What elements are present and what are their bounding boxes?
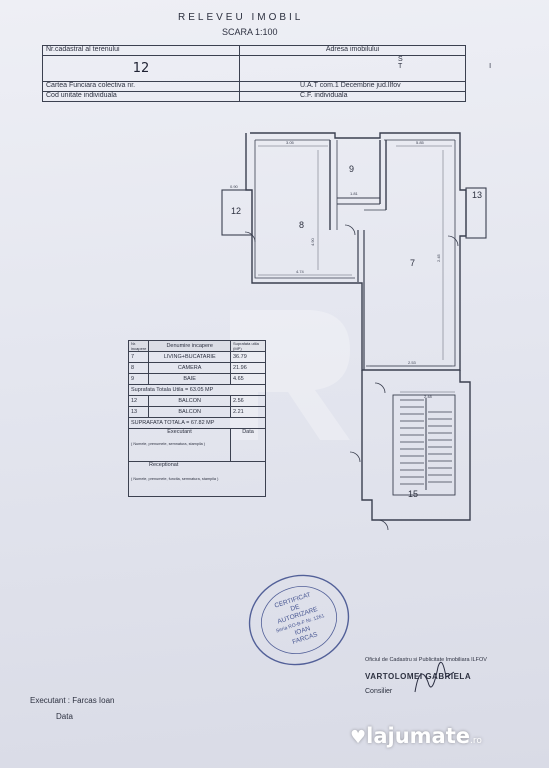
- cf-label: C.F. individuala: [239, 91, 466, 102]
- room-label-12: 12: [231, 206, 241, 216]
- balcony-13-outline: [465, 187, 487, 239]
- total-useful-area: Suprafata Totala Utila = 63.05 MP: [128, 384, 266, 396]
- table-row: 9 BAIE 4.65: [127, 373, 266, 385]
- room-area: 21.96: [230, 362, 266, 374]
- room-nr: 7: [127, 351, 150, 363]
- executant-note: ( Numele, prenumele, semnatura, stampila…: [131, 442, 206, 446]
- stair-treads: [400, 398, 452, 490]
- address-cell: S T I: [239, 55, 491, 82]
- room-nr: 9: [127, 373, 150, 385]
- authorization-stamp: CERTIFICAT DE AUTORIZARE Seria RO-B-F Nr…: [248, 574, 350, 666]
- document-title: RELEVEU IMOBIL: [178, 12, 304, 23]
- stair-block: [392, 394, 456, 496]
- executant-label: Executant: [167, 429, 192, 435]
- room-label-9: 9: [349, 164, 354, 174]
- table-row: 8 CAMERA 21.96: [127, 362, 266, 374]
- dim-label: 5.85: [416, 140, 425, 145]
- col-header-nr: Nr. incapere: [127, 340, 150, 352]
- room-nr: 8: [127, 362, 150, 374]
- address-value-i: I: [489, 63, 492, 70]
- signature: [414, 661, 455, 693]
- rooms-table: Nr. incapere Denumire incapere Suprafata…: [127, 340, 266, 497]
- room-nr: 12: [127, 395, 150, 407]
- dim-label: 0.90: [230, 184, 239, 189]
- footer-executant: Executant : Farcas Ioan: [30, 696, 115, 705]
- room-area: 2.21: [230, 406, 266, 418]
- wall-room9-7: [379, 140, 387, 210]
- receptionat-cell: Receptionat ( Numele, prenumele, functia…: [128, 461, 266, 497]
- office-name: Oficiul de Cadastru si Publicitate Imobi…: [365, 657, 487, 663]
- room-name: BALCON: [148, 395, 231, 407]
- dim-label: 3.05: [286, 140, 295, 145]
- wall-stair-outline: [361, 370, 471, 521]
- footer-data: Data: [56, 712, 73, 721]
- room-name: BAIE: [148, 373, 231, 385]
- room-label-8: 8: [299, 220, 304, 230]
- dim-label: 1.81: [350, 191, 359, 196]
- room-nr: 13: [127, 406, 150, 418]
- dim-label: 4.90: [310, 237, 315, 246]
- room-area: 36.79: [230, 351, 266, 363]
- watermark-brand-tld: .ro: [470, 736, 482, 746]
- dim-label: 4.74: [296, 269, 305, 274]
- receptionat-note: ( Numele, prenumele, functia, semnatura,…: [131, 477, 219, 481]
- receptionat-label: Receptionat: [149, 462, 179, 468]
- room-label-13: 13: [472, 190, 482, 200]
- dim-label: 2.45: [436, 253, 441, 262]
- stamp-line: DE: [290, 603, 301, 613]
- col-header-name: Denumire incapere: [148, 340, 231, 352]
- cadastral-value: 12: [132, 61, 150, 76]
- total-area: SUPRAFATA TOTALA = 67.82 MP: [128, 417, 266, 429]
- header-table: Nr.cadastral al terenului Adresa imobilu…: [42, 45, 491, 102]
- table-row: 12 BALCON 2.56: [127, 395, 266, 407]
- dim-label: 2.48: [424, 394, 433, 399]
- room-label-15: 15: [408, 489, 418, 499]
- room-label-7: 7: [410, 258, 415, 268]
- table-row: 7 LIVING+BUCATARIE 36.79: [127, 351, 266, 363]
- room-area: 2.56: [230, 395, 266, 407]
- address-value-t: T: [398, 63, 403, 70]
- executant-cell: Executant ( Numele, prenumele, semnatura…: [128, 428, 231, 462]
- data-label: Data: [230, 428, 266, 462]
- address-value-s: S: [398, 56, 403, 63]
- watermark-brand: ♥lajumate.ro: [350, 724, 482, 748]
- office-person: VARTOLOMEI GABRIELA: [365, 672, 472, 681]
- stamp-line: IOAN: [294, 625, 312, 637]
- room-area: 4.65: [230, 373, 266, 385]
- dim-label: 2.53: [408, 360, 417, 365]
- room-name: LIVING+BUCATARIE: [148, 351, 231, 363]
- room-name: BALCON: [148, 406, 231, 418]
- room-name: CAMERA: [148, 362, 231, 374]
- balcony-12-outline: [221, 189, 253, 236]
- heart-check-icon: ♥: [350, 727, 367, 748]
- table-row: 13 BALCON 2.21: [127, 406, 266, 418]
- office-role: Consilier: [365, 688, 393, 695]
- watermark-brand-name: lajumate: [366, 724, 470, 748]
- col-header-area: Suprafata utila (MP): [230, 340, 266, 352]
- document-scale: SCARA 1:100: [222, 27, 278, 37]
